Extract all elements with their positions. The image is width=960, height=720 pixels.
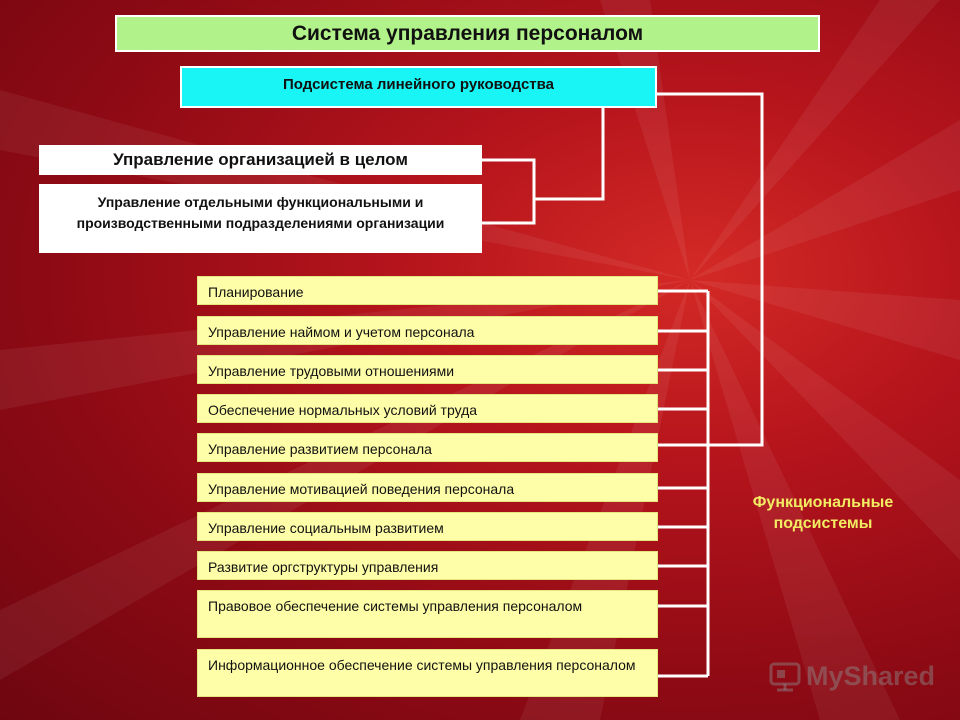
functional-item-planning: Планирование — [197, 276, 658, 305]
system-title: Система управления персоналом — [115, 15, 820, 52]
functional-item-labor-relations: Управление трудовыми отношениями — [197, 355, 658, 384]
watermark: MyShared — [768, 656, 938, 696]
functional-item-org-structure: Развитие оргструктуры управления — [197, 551, 658, 580]
functional-item-development: Управление развитием персонала — [197, 433, 658, 462]
myshared-logo-icon — [769, 662, 801, 692]
organization-management-box: Управление организацией в целом — [39, 145, 482, 175]
functional-item-motivation: Управление мотивацией поведения персонал… — [197, 473, 658, 502]
functional-item-hiring: Управление наймом и учетом персонала — [197, 316, 658, 345]
division-management-box: Управление отдельными функциональными и … — [39, 184, 482, 253]
functional-item-information-support: Информационное обеспечение системы управ… — [197, 649, 658, 697]
watermark-text: MyShared — [806, 660, 936, 691]
functional-item-working-conditions: Обеспечение нормальных условий труда — [197, 394, 658, 423]
line-management-subsystem: Подсистема линейного руководства — [180, 66, 657, 108]
functional-item-legal-support: Правовое обеспечение системы управления … — [197, 590, 658, 638]
functional-item-social-development: Управление социальным развитием — [197, 512, 658, 541]
functional-subsystems-label: Функциональные подсистемы — [752, 494, 894, 532]
